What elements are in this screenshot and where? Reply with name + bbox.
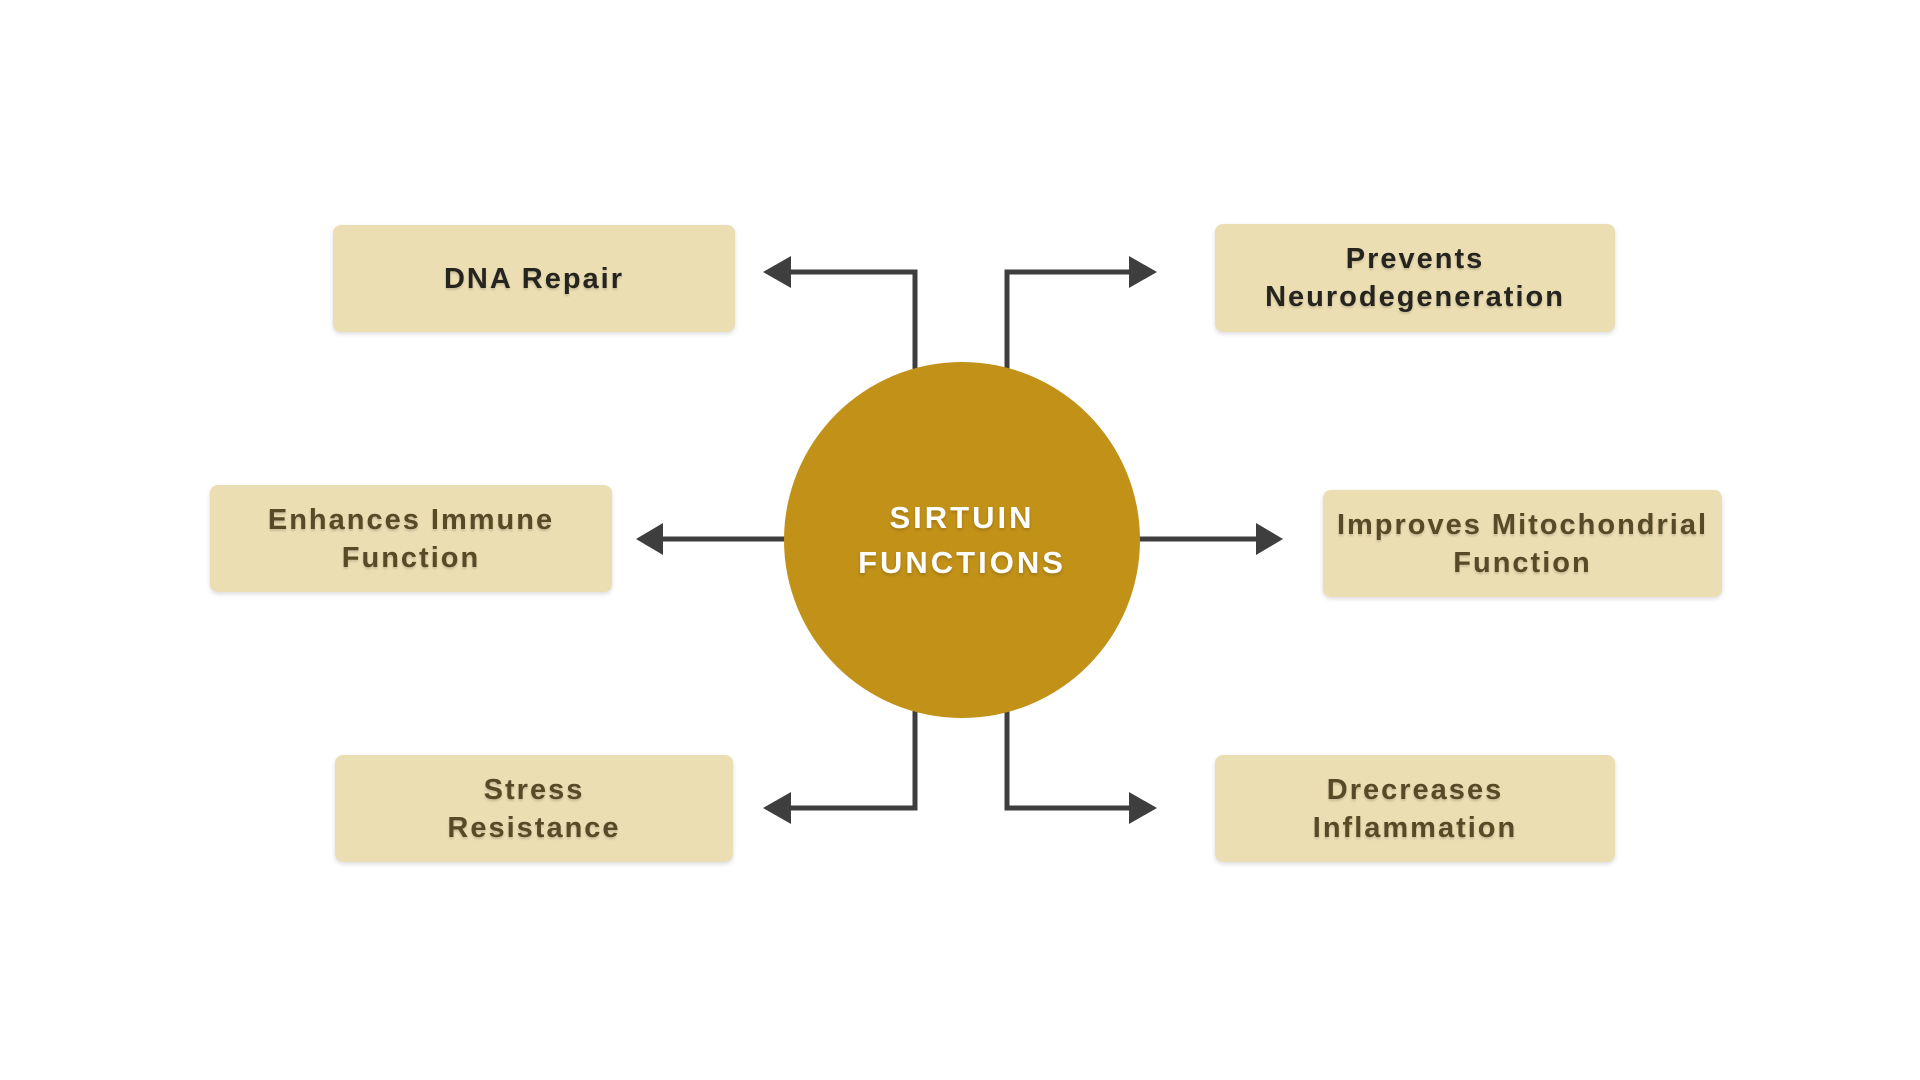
arrowhead-right-icon: [1129, 792, 1157, 824]
node-label-line: Enhances Immune: [267, 503, 555, 536]
center-label-line: SIRTUIN: [889, 500, 1035, 535]
node-label-line: Function: [341, 541, 481, 574]
center-node-label: SIRTUIN FUNCTIONS: [858, 495, 1066, 585]
node-label-line: Neurodegeneration: [1265, 281, 1565, 313]
node-enhances-immune-function: Enhances Immune Function: [210, 485, 612, 592]
node-improves-mitochondrial-function: Improves Mitochondrial Function: [1323, 490, 1722, 597]
arrowhead-left-icon: [763, 792, 791, 824]
arrowhead-right-icon: [1129, 256, 1157, 288]
node-label-line: Stress: [483, 773, 585, 806]
node-label-line: Prevents: [1345, 243, 1485, 275]
center-node-sirtuin-functions: SIRTUIN FUNCTIONS: [784, 362, 1140, 718]
arrow-to-stress-resistance: [763, 702, 918, 824]
arrow-to-drecreases-inflammation: [1004, 702, 1157, 824]
node-stress-resistance: Stress Resistance: [335, 755, 733, 862]
arrow-to-prevents-neurodegeneration: [1004, 256, 1157, 378]
arrow-to-dna-repair: [763, 256, 918, 378]
arrow-line: [790, 269, 918, 378]
node-label-line: Inflammation: [1312, 811, 1518, 844]
center-label-line: FUNCTIONS: [858, 545, 1066, 580]
node-drecreases-inflammation: Drecreases Inflammation: [1215, 755, 1615, 862]
node-label-line: DNA Repair: [443, 262, 625, 295]
arrow-line: [790, 702, 918, 811]
node-label-line: Drecreases: [1326, 773, 1504, 806]
arrow-line: [1004, 702, 1130, 811]
arrowhead-right-icon: [1256, 523, 1283, 555]
arrowhead-left-icon: [763, 256, 791, 288]
node-dna-repair: DNA Repair: [333, 225, 735, 332]
node-label-line: Function: [1453, 546, 1592, 579]
arrow-to-enhances-immune-function: [636, 523, 795, 555]
node-prevents-neurodegeneration: Prevents Neurodegeneration: [1215, 224, 1615, 332]
node-label-line: Resistance: [447, 811, 621, 844]
arrow-to-improves-mitochondrial-function: [1130, 523, 1283, 555]
node-label-line: Improves Mitochondrial: [1336, 508, 1709, 541]
arrowhead-left-icon: [636, 523, 663, 555]
arrow-line: [1004, 269, 1130, 378]
